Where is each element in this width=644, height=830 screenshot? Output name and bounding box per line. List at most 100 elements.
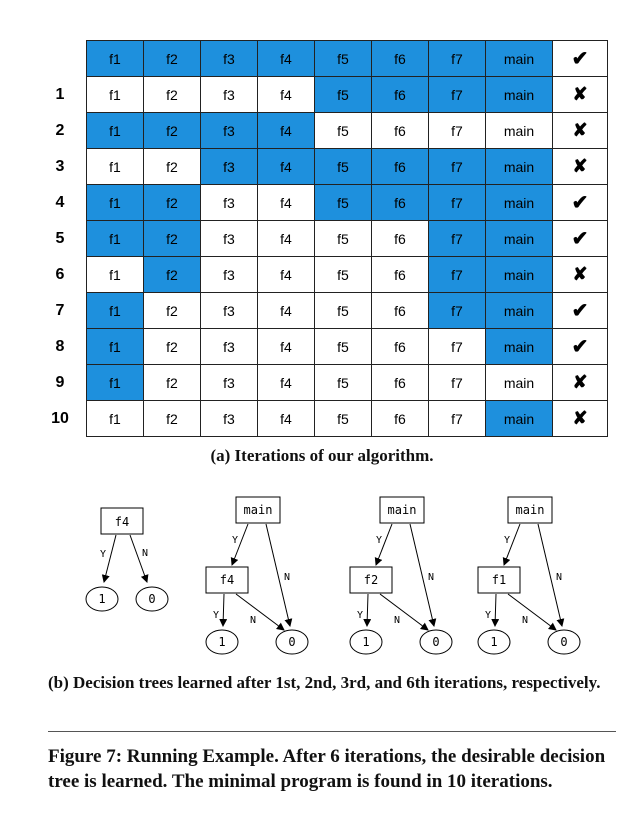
function-cell-main: main bbox=[485, 184, 553, 221]
function-cell-f7: f7 bbox=[428, 364, 486, 401]
function-cell-f1: f1 bbox=[86, 112, 144, 149]
iteration-number: 9 bbox=[55, 373, 65, 391]
tree4-root-label: main bbox=[516, 503, 545, 517]
tree2-leaf-0-label: 0 bbox=[288, 635, 295, 649]
caption-divider bbox=[48, 731, 616, 732]
tree3-no-label: N bbox=[428, 572, 434, 583]
function-cell-f1: f1 bbox=[86, 256, 144, 293]
iteration-number: 2 bbox=[55, 121, 65, 139]
result-cell: ✘ bbox=[552, 256, 608, 293]
function-cell-f6: f6 bbox=[371, 220, 429, 257]
function-cell-f6: f6 bbox=[371, 364, 429, 401]
function-cell-main: main bbox=[485, 292, 553, 329]
function-cell-f4: f4 bbox=[257, 328, 315, 365]
tree2-yes2-label: Y bbox=[213, 610, 219, 621]
function-cell-f2: f2 bbox=[143, 148, 201, 185]
function-cell-f2: f2 bbox=[143, 220, 201, 257]
function-cell-f7: f7 bbox=[428, 112, 486, 149]
function-cell-f7: f7 bbox=[428, 220, 486, 257]
result-cell: ✘ bbox=[552, 400, 608, 437]
header-cell-f6: f6 bbox=[371, 40, 429, 77]
header-result-cell: ✔ bbox=[552, 40, 608, 77]
tree4-no2-label: N bbox=[522, 615, 528, 626]
row-label: 7 bbox=[46, 293, 87, 329]
function-cell-f1: f1 bbox=[86, 400, 144, 437]
tree2-no-label: N bbox=[284, 572, 290, 583]
function-cell-f1: f1 bbox=[86, 148, 144, 185]
tree2-leaf-0 bbox=[275, 629, 309, 655]
tree4-no-edge bbox=[537, 523, 565, 627]
function-cell-f4: f4 bbox=[257, 364, 315, 401]
tree3-child-node bbox=[349, 566, 393, 594]
tree3-yes-label: Y bbox=[376, 535, 382, 546]
function-cell-f2: f2 bbox=[143, 76, 201, 113]
tree3-child-label: f2 bbox=[364, 573, 378, 587]
tree4-child-node bbox=[477, 566, 521, 594]
tree1-yes-label: Y bbox=[100, 549, 106, 560]
header-cell-f2: f2 bbox=[143, 40, 201, 77]
function-cell-f6: f6 bbox=[371, 148, 429, 185]
decision-trees: f4 Y N 1 0 main f4 Y N Y N 1 0 main f2 Y bbox=[85, 496, 581, 655]
tree3-leaf-1-label: 1 bbox=[362, 635, 369, 649]
function-cell-f4: f4 bbox=[257, 256, 315, 293]
function-cell-f6: f6 bbox=[371, 184, 429, 221]
function-cell-f3: f3 bbox=[200, 112, 258, 149]
tree3-leaf-0 bbox=[419, 629, 453, 655]
tree4-leaf-0-label: 0 bbox=[560, 635, 567, 649]
subcaption-a: (a) Iterations of our algorithm. bbox=[210, 446, 434, 465]
tree3-leaf-0-label: 0 bbox=[432, 635, 439, 649]
function-cell-f3: f3 bbox=[200, 256, 258, 293]
tree4-leaf-0 bbox=[547, 629, 581, 655]
decision-tree-2: main f4 Y N Y N 1 0 bbox=[205, 496, 309, 655]
tree2-no2-label: N bbox=[250, 615, 256, 626]
header-cell-f1: f1 bbox=[86, 40, 144, 77]
tree2-yes-label: Y bbox=[232, 535, 238, 546]
decision-tree-3: main f2 Y N Y N 1 0 bbox=[349, 496, 453, 655]
row-label: 2 bbox=[46, 113, 87, 149]
function-cell-f4: f4 bbox=[257, 220, 315, 257]
tree1-leaf-1-label: 1 bbox=[98, 592, 105, 606]
function-cell-f3: f3 bbox=[200, 400, 258, 437]
result-cell: ✘ bbox=[552, 148, 608, 185]
function-cell-f4: f4 bbox=[257, 76, 315, 113]
decision-tree-4: main f1 Y N Y N 1 0 bbox=[477, 496, 581, 655]
function-cell-f1: f1 bbox=[86, 76, 144, 113]
function-cell-main: main bbox=[485, 400, 553, 437]
result-cell: ✔ bbox=[552, 220, 608, 257]
function-cell-f4: f4 bbox=[257, 184, 315, 221]
function-cell-main: main bbox=[485, 148, 553, 185]
row-label: 3 bbox=[46, 149, 87, 185]
tree1-leaf-1 bbox=[85, 586, 119, 612]
tree1-root-node bbox=[100, 507, 144, 535]
function-cell-f2: f2 bbox=[143, 256, 201, 293]
tree4-leaf-1-label: 1 bbox=[490, 635, 497, 649]
subcaption-b: (b) Decision trees learned after 1st, 2n… bbox=[48, 673, 601, 692]
function-cell-f2: f2 bbox=[143, 400, 201, 437]
tree1-yes-edge bbox=[101, 534, 117, 583]
iteration-number: 6 bbox=[55, 265, 65, 283]
function-cell-main: main bbox=[485, 328, 553, 365]
result-cell: ✔ bbox=[552, 184, 608, 221]
row-label: 8 bbox=[46, 329, 87, 365]
function-cell-f5: f5 bbox=[314, 220, 372, 257]
function-cell-f7: f7 bbox=[428, 400, 486, 437]
tree2-root-node bbox=[235, 496, 281, 524]
function-cell-f5: f5 bbox=[314, 184, 372, 221]
iteration-number: 1 bbox=[55, 85, 65, 103]
function-cell-f1: f1 bbox=[86, 220, 144, 257]
function-cell-f5: f5 bbox=[314, 112, 372, 149]
function-cell-f1: f1 bbox=[86, 364, 144, 401]
function-cell-f2: f2 bbox=[143, 112, 201, 149]
tree4-no-label: N bbox=[556, 572, 562, 583]
function-cell-f5: f5 bbox=[314, 400, 372, 437]
result-cell: ✔ bbox=[552, 292, 608, 329]
tree4-leaf-1 bbox=[477, 629, 511, 655]
function-cell-f5: f5 bbox=[314, 256, 372, 293]
function-cell-f5: f5 bbox=[314, 148, 372, 185]
tree2-leaf-1-label: 1 bbox=[218, 635, 225, 649]
function-cell-f7: f7 bbox=[428, 76, 486, 113]
